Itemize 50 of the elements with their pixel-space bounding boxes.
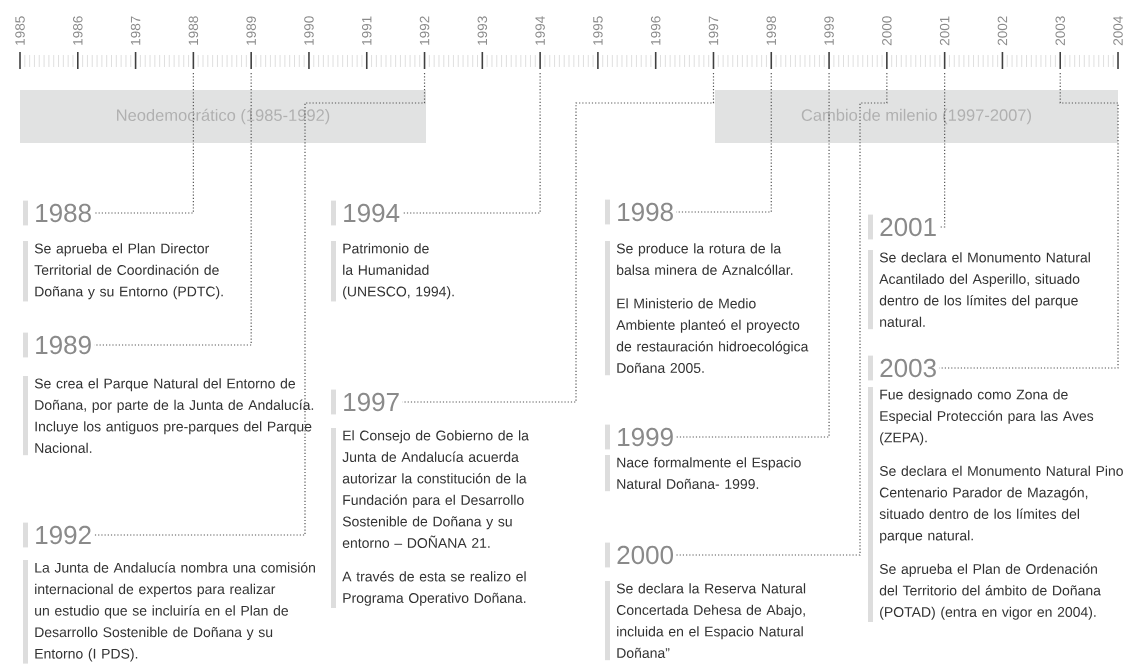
event-description: Patrimonio de la Humanidad (UNESCO, 1994). <box>331 241 454 302</box>
year-label: 1994 <box>535 16 545 45</box>
year-label: 1988 <box>188 16 199 45</box>
dotted-connector <box>938 72 946 228</box>
year-label: 1992 <box>419 16 430 45</box>
event-description: Se declara el Monumento Natural Acantilado del Asperillo, situado dentro de los límites del parque natural. <box>868 250 1090 330</box>
year-label: 1990 <box>304 16 314 45</box>
year-label: 1998 <box>766 16 777 45</box>
event-description: Se aprueba el Plan Director Territorial de Coordinación de Doñana y su Entorno (PDTC). <box>23 241 223 302</box>
year-label: 1986 <box>73 16 83 45</box>
event-description: Se declara la Reserva Natural Concertada Dehesa de Abajo, incluida en el Espacio Natural Doñana” <box>605 581 806 661</box>
year-heading: 2003 <box>868 355 936 381</box>
dotted-connector <box>93 72 426 536</box>
year-label: 2000 <box>882 16 892 46</box>
year-label: 2001 <box>939 16 950 46</box>
dotted-connector <box>93 72 252 346</box>
year-label: 1989 <box>246 16 256 45</box>
event-description: La Junta de Andalucía nombra una comisión internacional de expertos para realizar un estudio que se incluiría en el Plan de Desarrollo Sostenible de Doñana y su Entorno (I PDS). <box>23 560 315 664</box>
year-heading: 1989 <box>23 332 91 358</box>
year-label: 1997 <box>708 16 719 45</box>
dotted-connector <box>401 72 715 403</box>
year-label: 2002 <box>997 16 1008 46</box>
year-heading: 2001 <box>868 214 936 240</box>
year-label: 1993 <box>477 16 488 45</box>
year-heading: 1994 <box>331 200 400 226</box>
dotted-connector <box>675 72 888 556</box>
event-description: Se produce la rotura de la balsa minera de Aznalcóllar. El Ministerio de Medio Ambiente planteó el proyecto de restauración hidroecológica Doñana 2005. <box>605 241 809 376</box>
event-description: Se crea el Parque Natural del Entorno de Doñana, por parte de la Junta de Andalucía. Incluye los antiguos pre-parques del Parque Nacional. <box>23 376 314 456</box>
year-heading: 1997 <box>331 389 399 415</box>
year-label: 1995 <box>593 16 603 45</box>
year-heading: 1988 <box>23 200 91 226</box>
dotted-connector <box>401 72 541 214</box>
year-label: 1985 <box>15 16 25 45</box>
year-label: 2004 <box>1113 16 1123 46</box>
dotted-connector <box>675 72 772 213</box>
event-description: Nace formalmente el Espacio Natural Doñana- 1999. <box>605 455 801 492</box>
year-heading: 1999 <box>605 424 673 450</box>
year-label: 1999 <box>824 16 834 45</box>
dotted-connector <box>675 72 830 438</box>
year-label: 2003 <box>1055 16 1065 46</box>
dotted-connector <box>93 72 194 214</box>
year-label: 1996 <box>650 16 661 45</box>
year-heading: 1998 <box>605 199 673 225</box>
year-heading: 2000 <box>605 542 673 568</box>
event-description: Fue designado como Zona de Especial Protección para las Aves (ZEPA). Se declara el Monumento Natural Pino Centenario Parador de Mazagón, situado dentro de los límites del parque natural. Se aprueba el Plan de Ordenación del Territorio del ámbito de Doñana (POTAD) (entra en vigor en 2004). <box>868 387 1123 622</box>
year-heading: 1992 <box>23 522 91 548</box>
year-label: 1991 <box>361 16 372 45</box>
event-description: El Consejo de Gobierno de la Junta de Andalucía acuerda autorizar la constitución de la Fundación para el Desarrollo Sostenible de Doñana y su entorno – DOÑANA 21. A través de esta se realizo el Programa Operativo Doñana. <box>331 428 529 608</box>
dotted-connector <box>938 72 1119 369</box>
year-label: 1987 <box>130 16 141 45</box>
